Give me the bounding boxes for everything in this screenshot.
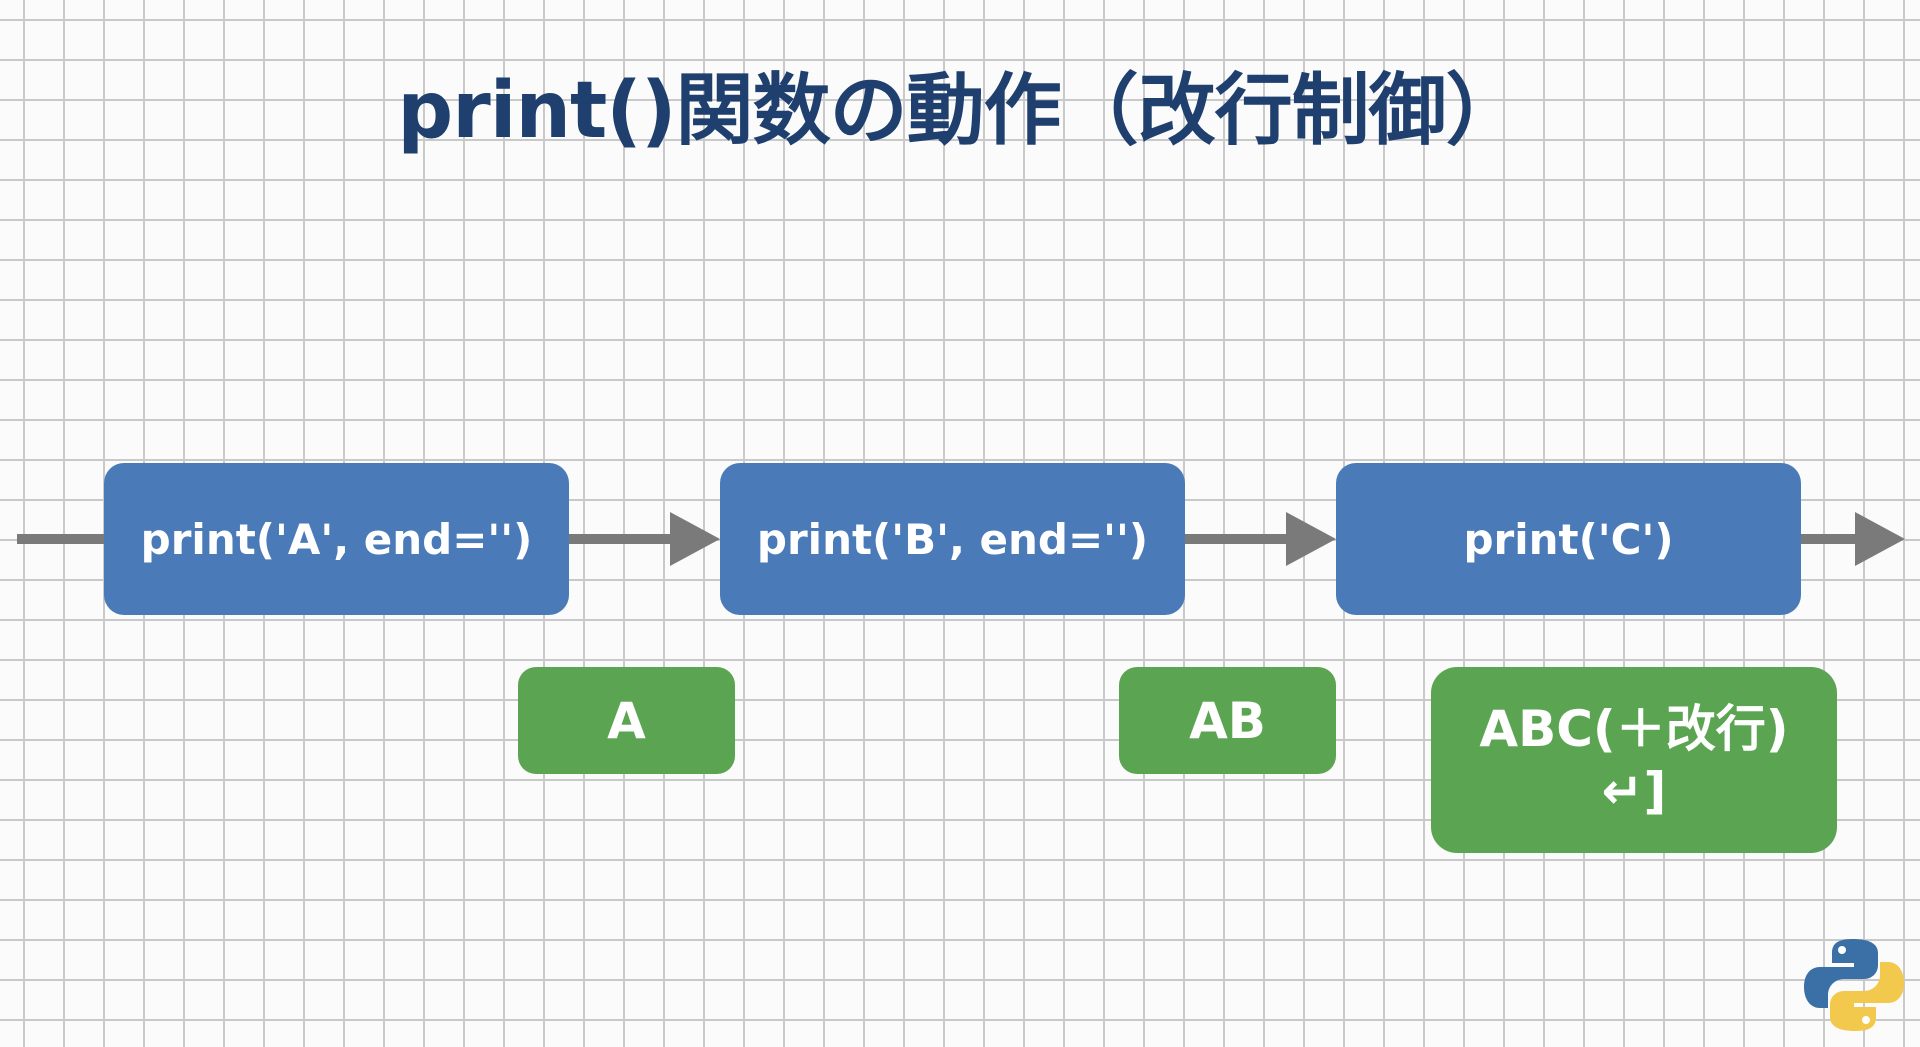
- flow-line-start: [17, 534, 107, 544]
- newline-icon: ↵]: [1601, 762, 1667, 820]
- code-text-1: print('A', end=''): [140, 514, 533, 564]
- python-logo-icon: [1804, 939, 1904, 1031]
- code-text-2: print('B', end=''): [756, 514, 1149, 564]
- flow-line-3: [1801, 534, 1861, 544]
- arrow-head-3-icon: [1855, 512, 1905, 566]
- arrow-head-2-icon: [1286, 512, 1336, 566]
- page-title: print()関数の動作（改行制御）: [397, 66, 1523, 156]
- code-box-3: print('C'): [1336, 463, 1801, 615]
- code-box-1: print('A', end=''): [104, 463, 569, 615]
- code-text-3: print('C'): [1463, 514, 1674, 564]
- output-text-2: AB: [1189, 691, 1266, 750]
- output-box-3: ABC(＋改行) ↵]: [1431, 667, 1837, 853]
- output-box-2: AB: [1119, 667, 1336, 774]
- output-text-1: A: [607, 691, 646, 750]
- output-box-1: A: [518, 667, 735, 774]
- code-box-2: print('B', end=''): [720, 463, 1185, 615]
- output-text-3: ABC(＋改行): [1479, 699, 1789, 758]
- flow-line-1: [569, 534, 679, 544]
- flow-line-2: [1185, 534, 1295, 544]
- arrow-head-1-icon: [670, 512, 720, 566]
